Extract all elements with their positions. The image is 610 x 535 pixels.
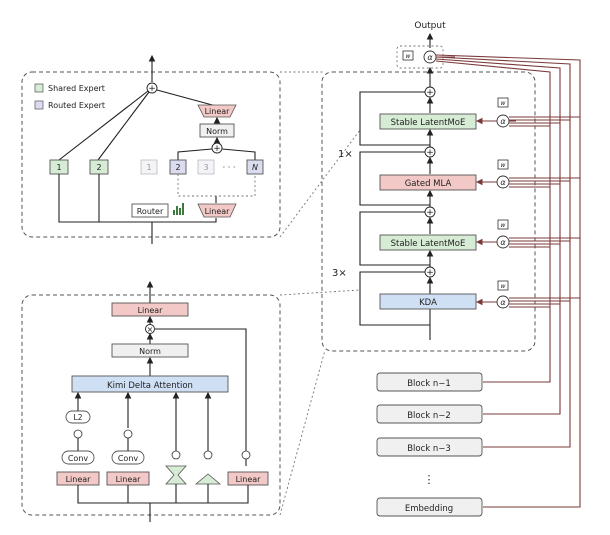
svg-text:Block n−3: Block n−3 — [407, 444, 451, 454]
svg-text:Linear: Linear — [116, 475, 142, 484]
svg-text:1: 1 — [146, 163, 151, 172]
legend-routed-label: Routed Expert — [48, 101, 105, 110]
routed-expert-1-inactive — [140, 159, 158, 175]
svg-text:Block n−1: Block n−1 — [407, 379, 451, 389]
svg-text:α: α — [500, 117, 506, 126]
svg-text:w: w — [501, 100, 506, 107]
moe-panel — [21, 71, 281, 238]
block-residual-wires — [435, 54, 581, 508]
kda-panel — [21, 294, 281, 516]
moe-routed-sum — [211, 142, 223, 154]
svg-text:w: w — [501, 162, 506, 169]
svg-text:Gated MLA: Gated MLA — [405, 179, 452, 189]
svg-text:Linear: Linear — [66, 475, 92, 484]
svg-text:3: 3 — [203, 163, 208, 172]
svg-text:Kimi Delta Attention: Kimi Delta Attention — [107, 381, 193, 391]
l2-norm — [65, 410, 91, 424]
moe-linear-top — [197, 104, 237, 118]
router-box — [131, 203, 169, 218]
svg-text:2: 2 — [175, 163, 180, 172]
svg-text:L2: L2 — [74, 413, 83, 422]
svg-text:⋮: ⋮ — [424, 473, 435, 486]
svg-text:α: α — [500, 298, 506, 307]
svg-text:+: + — [426, 88, 434, 98]
legend-routed-swatch — [34, 100, 44, 110]
legend-shared-swatch — [34, 83, 44, 93]
svg-text:2: 2 — [96, 163, 101, 172]
svg-text:α: α — [500, 178, 506, 187]
svg-text:+: + — [213, 144, 221, 154]
svg-text:Linear: Linear — [205, 107, 231, 116]
svg-text:+: + — [148, 84, 156, 94]
output-w-box — [402, 50, 414, 61]
svg-text:Stable LatentMoE: Stable LatentMoE — [391, 239, 466, 249]
block-n-minus-3 — [376, 437, 483, 457]
conv-2 — [111, 450, 145, 465]
kda-input-bus — [77, 485, 249, 504]
conv-1 — [61, 450, 95, 465]
output-label: Output — [414, 21, 446, 31]
svg-text:+: + — [426, 208, 434, 218]
moe-sum-circle — [146, 82, 158, 94]
svg-text:+: + — [426, 268, 434, 278]
svg-text:⋮: ⋮ — [425, 327, 435, 338]
svg-text:Linear: Linear — [138, 306, 164, 315]
moe-routed-line — [156, 89, 217, 107]
output-w-label: w — [406, 53, 411, 60]
svg-text:Linear: Linear — [236, 475, 262, 484]
kimi-delta-attention — [71, 375, 229, 393]
moe-shared2-line — [97, 91, 150, 161]
svg-text:α: α — [500, 238, 506, 247]
layer-stack-panel — [321, 71, 536, 352]
svg-text:Embedding: Embedding — [405, 504, 453, 514]
routed-expert-n — [246, 159, 264, 175]
svg-text:Block n−2: Block n−2 — [407, 411, 451, 421]
svg-text:· · ·: · · · — [223, 163, 236, 172]
alpha-mixer-4: w α — [496, 280, 510, 309]
svg-text:Router: Router — [137, 207, 164, 216]
svg-text:Linear: Linear — [205, 207, 231, 216]
svg-text:KDA: KDA — [419, 298, 437, 308]
svg-text:Norm: Norm — [206, 127, 228, 136]
moe-linear-bottom — [197, 203, 237, 218]
svg-text:×: × — [147, 325, 154, 334]
svg-text:w: w — [501, 283, 506, 290]
output-alpha-label: α — [427, 53, 433, 62]
svg-text:N: N — [252, 163, 258, 172]
routed-expert-3-inactive — [197, 159, 215, 175]
decay-projection — [165, 465, 187, 485]
alpha-mixer-2: w α — [496, 159, 510, 189]
svg-text:Norm: Norm — [139, 347, 161, 356]
svg-text:Conv: Conv — [118, 454, 139, 463]
repeat-3: 3× — [332, 268, 347, 279]
svg-text:Conv: Conv — [68, 454, 89, 463]
beta-projection — [194, 473, 222, 485]
repeat-1: 1× — [338, 149, 353, 160]
alpha-mixer-1: w α — [496, 97, 510, 128]
alpha-mixer-3: w α — [496, 219, 510, 249]
svg-text:1: 1 — [56, 163, 61, 172]
embedding-block — [376, 497, 483, 517]
svg-text:Stable LatentMoE: Stable LatentMoE — [391, 118, 466, 128]
moe-shared1-input — [58, 174, 152, 223]
output-mix-group — [396, 45, 444, 69]
moe-shared1-line — [58, 90, 149, 161]
block-n-minus-2 — [376, 404, 483, 424]
legend-shared-label: Shared Expert — [48, 84, 105, 93]
block-n-minus-1 — [376, 372, 483, 392]
svg-text:w: w — [501, 222, 506, 229]
svg-text:+: + — [426, 148, 434, 158]
